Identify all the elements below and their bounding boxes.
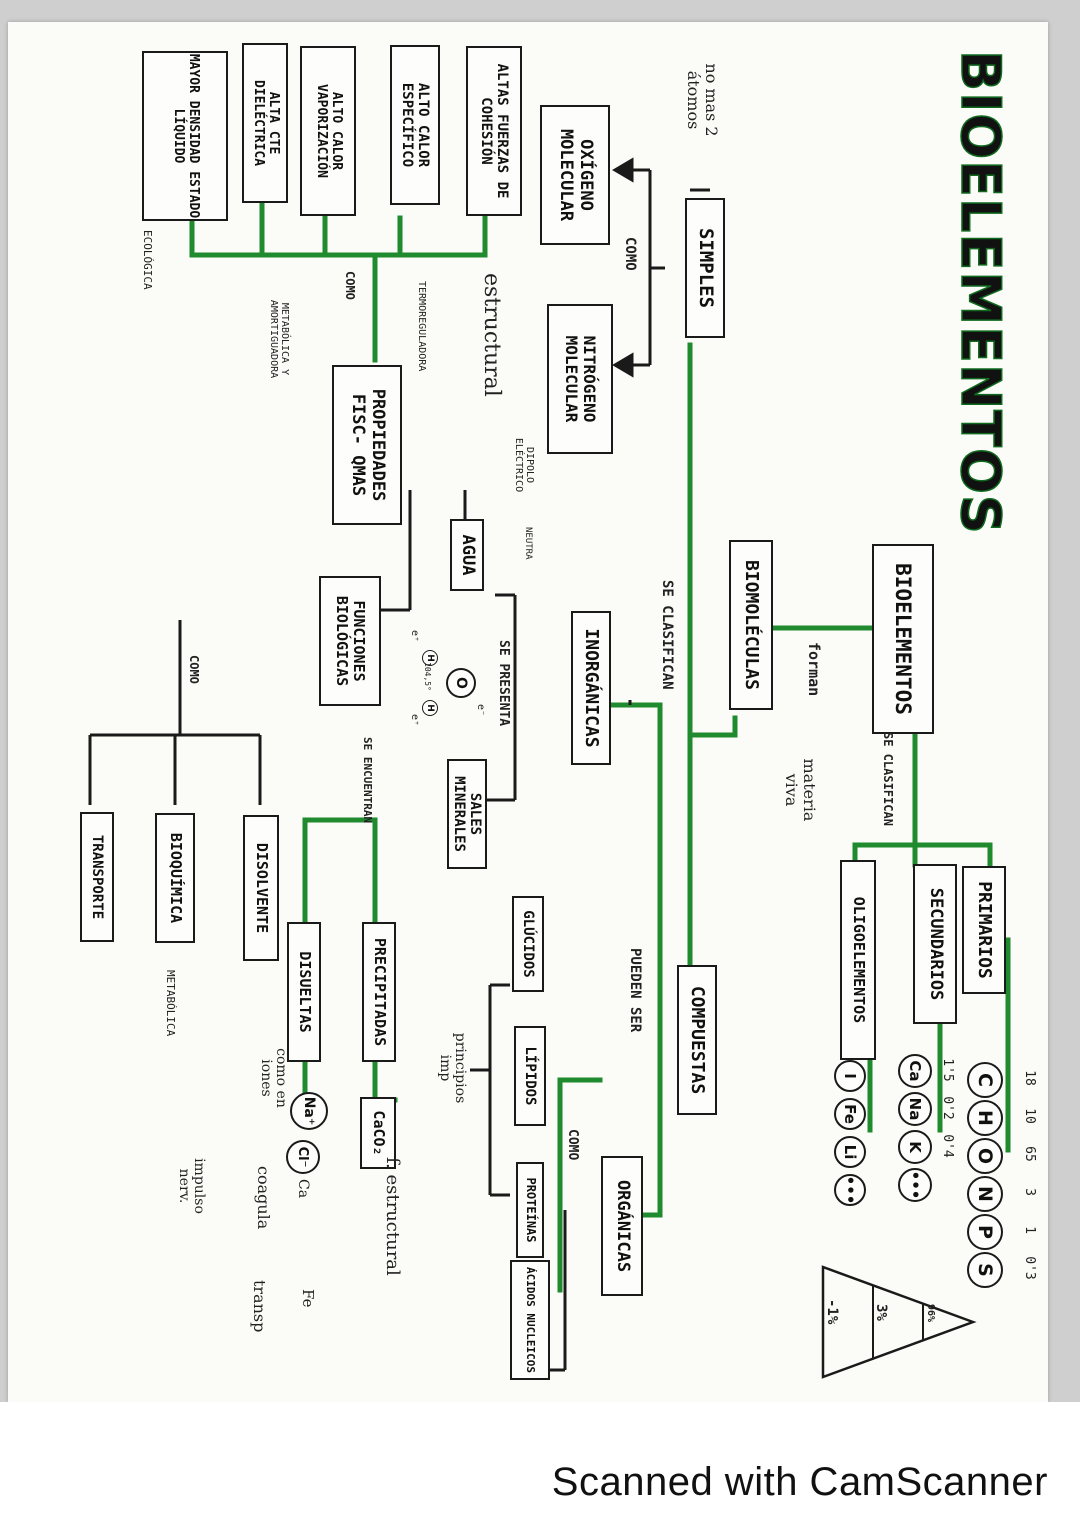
footer-watermark: Scanned with CamScanner bbox=[551, 1460, 1048, 1504]
scanner-footer: Scanned with CamScanner bbox=[0, 1402, 1080, 1528]
